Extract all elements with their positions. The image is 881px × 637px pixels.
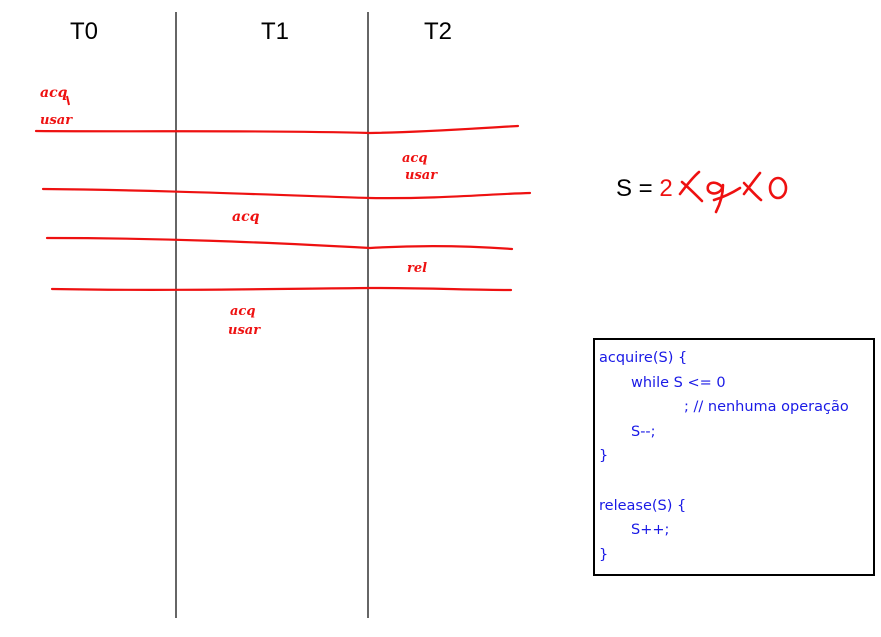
annotation-t2-usar: usar [405,168,438,183]
code-line: S++; [631,522,670,539]
code-line [599,469,873,494]
timeline-step-line-2 [41,187,532,200]
strike-mark-3 [742,181,763,202]
crossed-digit-1b [742,171,762,196]
code-line: } [599,546,609,563]
code-line: acquire(S) { [599,350,688,366]
annotation-t1-acq-2: acq [230,304,255,319]
column-title-t0: T0 [69,18,99,45]
annotation-connector-stroke [66,95,70,106]
code-line: S--; [631,423,656,440]
column-title-t2: T2 [423,18,453,45]
strike-mark-2 [712,186,742,202]
crossed-digit-1 [678,170,701,196]
code-line: while S <= 0 [631,374,726,391]
code-line: ; // nenhuma operação [684,399,849,416]
code-line: } [599,448,609,465]
semaphore-code-box: acquire(S) { while S <= 0 ; // nenhuma o… [593,338,875,576]
annotation-t1-acq: acq [232,209,260,225]
current-digit-0 [768,176,788,200]
annotation-t0-acq: acq [40,85,68,101]
semaphore-initial-value: 2 [659,175,673,202]
timeline-step-line-3 [45,236,514,251]
annotation-t1-usar: usar [228,323,261,338]
annotation-t0-usar: usar [40,113,73,128]
semaphore-prefix: S = [616,175,660,202]
code-line: release(S) { [599,497,687,514]
annotation-t2-rel: rel [407,261,427,276]
timeline-step-line-1 [34,124,520,135]
crossed-digit-0 [706,181,725,214]
strike-mark-1 [680,180,704,203]
column-title-t1: T1 [260,18,290,45]
annotation-t2-acq: acq [402,151,427,166]
semaphore-value: S = 2 [616,175,673,203]
timeline-step-line-4 [50,286,513,292]
